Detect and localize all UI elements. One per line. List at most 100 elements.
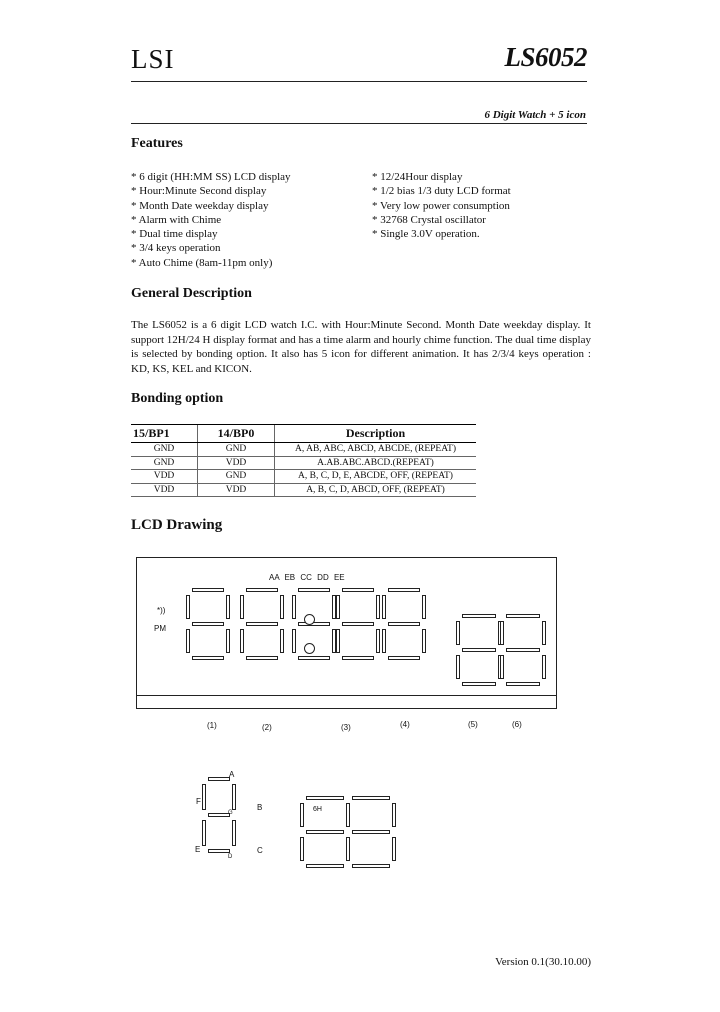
lcd-segment — [388, 656, 420, 660]
table-cell: VDD — [131, 483, 198, 497]
lcd-segment — [542, 621, 546, 645]
lcd-segment — [292, 629, 296, 653]
lcd-segment — [332, 629, 336, 653]
pm-indicator: PM — [154, 624, 166, 633]
version-label: Version 0.1(30.10.00) — [495, 956, 591, 968]
lcd-segment — [292, 595, 296, 619]
feature-item: * Hour:Minute Second display — [131, 185, 267, 198]
lcd-segment — [208, 813, 230, 817]
digit-position-label: (4) — [400, 720, 410, 729]
feature-item: * 32768 Crystal oscillator — [372, 213, 486, 226]
lcd-panel — [136, 557, 557, 709]
lcd-segment — [376, 629, 380, 653]
lcd-segment — [346, 837, 350, 861]
lcd-segment — [240, 595, 244, 619]
part-number: LS6052 — [504, 42, 587, 72]
column-header: 15/BP1 — [131, 424, 198, 443]
lcd-segment — [336, 595, 340, 619]
lcd-segment — [500, 655, 504, 679]
lcd-segment — [300, 803, 304, 827]
lcd-segment — [280, 595, 284, 619]
lcd-segment — [306, 830, 344, 834]
lcd-segment — [422, 595, 426, 619]
icon-labels: AA EB CC DD EE — [269, 573, 345, 582]
lcd-segment — [456, 655, 460, 679]
segment-d-label: D — [228, 854, 233, 860]
lcd-segment — [280, 629, 284, 653]
lcd-panel-base-line — [137, 695, 556, 696]
table-cell: A, B, C, D, ABCD, OFF, (REPEAT) — [274, 483, 476, 497]
table-cell: GND — [131, 442, 198, 457]
lcd-segment — [506, 614, 540, 618]
feature-item: * Auto Chime (8am-11pm only) — [131, 256, 273, 269]
lcd-segment — [352, 830, 390, 834]
lcd-segment — [382, 629, 386, 653]
bonding-table: 15/BP1 14/BP0 Description GND GND A, AB,… — [131, 424, 476, 497]
segment-b-label: B — [257, 803, 263, 812]
lcd-segment — [462, 614, 496, 618]
lcd-segment — [332, 595, 336, 619]
colon-dot — [304, 643, 315, 654]
lcd-segment — [392, 803, 396, 827]
subtitle-rule — [131, 123, 587, 124]
lcd-segment — [422, 629, 426, 653]
lcd-segment — [202, 820, 206, 846]
lcd-segment — [246, 656, 278, 660]
icon-label: CC — [300, 573, 312, 582]
lcd-segment — [306, 796, 344, 800]
lcd-segment — [456, 621, 460, 645]
icon-label: AA — [269, 573, 280, 582]
lcd-segment — [246, 622, 278, 626]
table-cell: A.AB.ABC.ABCD.(REPEAT) — [274, 456, 476, 470]
digit-position-label: (6) — [512, 720, 522, 729]
column-header: Description — [274, 424, 476, 443]
icon-label: DD — [317, 573, 329, 582]
lcd-segment — [462, 682, 496, 686]
lcd-segment — [392, 837, 396, 861]
lcd-segment — [192, 588, 224, 592]
segment-g-label: G — [228, 810, 233, 816]
lcd-segment — [232, 784, 236, 810]
lcd-segment — [246, 588, 278, 592]
lcd-segment — [506, 682, 540, 686]
lcd-segment — [336, 629, 340, 653]
table-header-row: 15/BP1 14/BP0 Description — [131, 424, 476, 443]
table-cell: VDD — [131, 469, 198, 484]
icon-label: EB — [284, 573, 296, 582]
lcd-segment — [240, 629, 244, 653]
digit-position-label: (1) — [207, 721, 217, 730]
colon-dot — [304, 614, 315, 625]
lcd-segment — [506, 648, 540, 652]
segment-f-label: F — [196, 797, 201, 806]
table-cell: VDD — [197, 483, 275, 497]
feature-item: * 6 digit (HH:MM SS) LCD display — [131, 171, 291, 183]
feature-item: * Month Date weekday display — [131, 199, 269, 212]
lcd-drawing-heading: LCD Drawing — [131, 517, 223, 533]
bonding-option-heading: Bonding option — [131, 391, 224, 406]
lcd-segment — [202, 784, 206, 810]
digit-position-label: (2) — [262, 723, 272, 732]
table-row: VDD VDD A, B, C, D, ABCD, OFF, (REPEAT) — [131, 483, 476, 497]
table-cell: GND — [197, 442, 275, 457]
table-cell: A, AB, ABC, ABCD, ABCDE, (REPEAT) — [274, 442, 476, 457]
digit-position-label: (3) — [341, 723, 351, 732]
lcd-segment — [226, 629, 230, 653]
feature-item: * Very low power consumption — [372, 199, 510, 212]
lcd-segment — [342, 588, 374, 592]
lcd-segment — [226, 595, 230, 619]
feature-item: * 1/2 bias 1/3 duty LCD format — [372, 185, 511, 198]
lcd-segment — [186, 595, 190, 619]
segment-e-label: E — [195, 845, 201, 854]
lcd-segment — [232, 820, 236, 846]
lcd-segment — [342, 622, 374, 626]
lcd-segment — [376, 595, 380, 619]
lcd-segment — [500, 621, 504, 645]
lcd-segment — [346, 803, 350, 827]
features-heading: Features — [131, 136, 183, 151]
general-description-text: The LS6052 is a 6 digit LCD watch I.C. w… — [131, 319, 591, 375]
lcd-segment — [388, 588, 420, 592]
table-cell: GND — [197, 469, 275, 484]
general-description-heading: General Description — [131, 286, 252, 301]
icon-digit-label: 6H — [313, 806, 322, 813]
column-header: 14/BP0 — [197, 424, 275, 443]
